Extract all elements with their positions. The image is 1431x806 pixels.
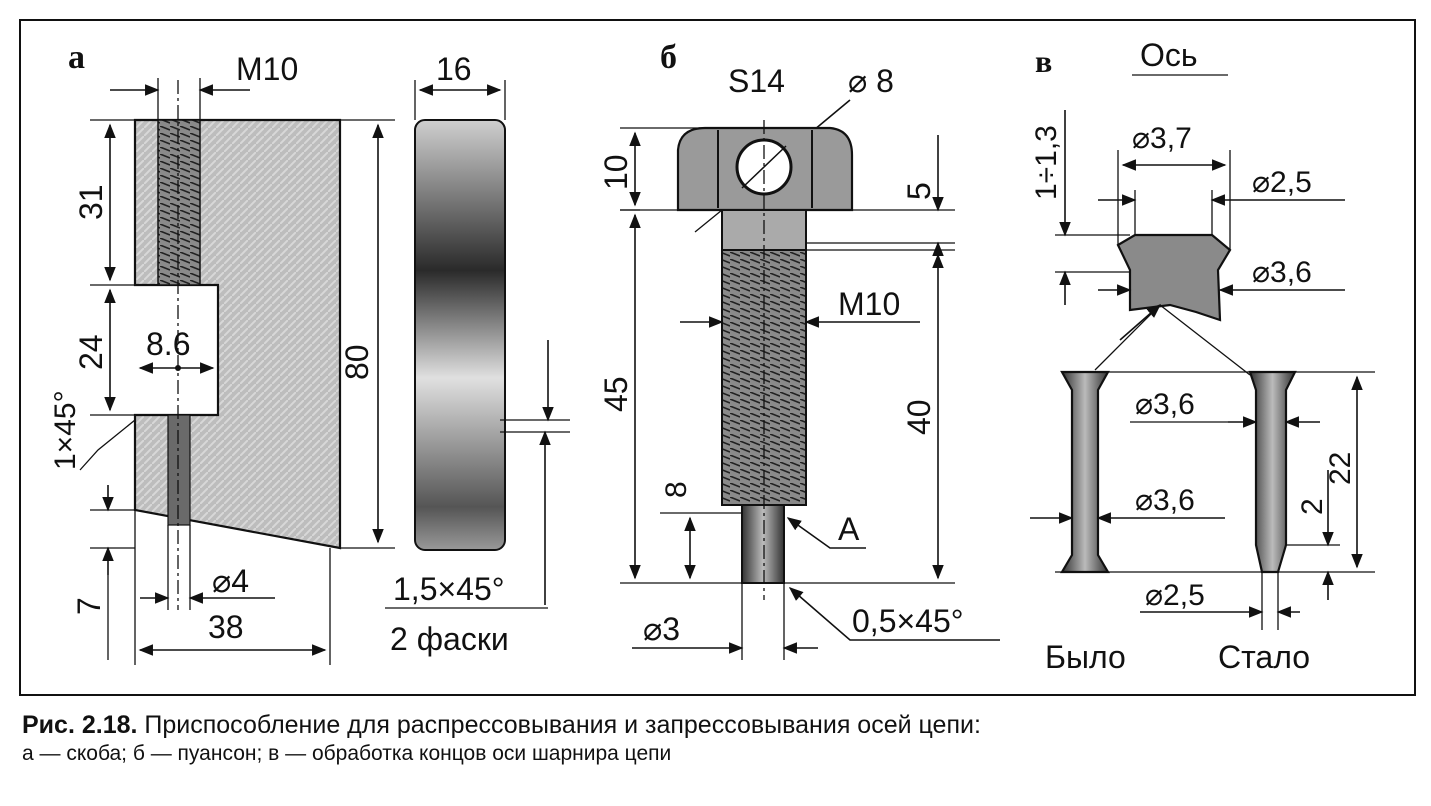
label-s14: S14 <box>728 63 785 99</box>
leader-detail <box>1094 304 1161 371</box>
leader-neck <box>694 209 723 233</box>
label-15x45: 1,5×45° <box>393 571 505 607</box>
label-d4: ⌀4 <box>212 563 249 599</box>
label-10: 10 <box>598 154 634 190</box>
label-80: 80 <box>339 344 375 380</box>
label-d25-bottom: ⌀2,5 <box>1145 579 1205 612</box>
label-86: 8.6 <box>146 326 190 362</box>
label-d36-top: ⌀3,6 <box>1252 256 1312 289</box>
leader-a <box>786 517 866 549</box>
label-16: 16 <box>436 51 472 87</box>
leader-1x45 <box>79 419 136 471</box>
label-d8: ⌀ 8 <box>848 63 894 99</box>
panel-v: в Ось 1÷1,3 ⌀3,7 ⌀2,5 ⌀3,6 <box>1030 37 1375 675</box>
panel-b: б S14 ⌀ 8 10 5 M10 4 <box>598 39 1000 660</box>
bracket-side-view <box>414 119 506 551</box>
figure-frame <box>19 19 1416 696</box>
label-2-faski: 2 фаски <box>390 621 509 657</box>
label-8: 8 <box>660 481 693 498</box>
panel-v-letter: в <box>1035 43 1052 79</box>
label-d3: ⌀3 <box>643 611 680 647</box>
leader-05x45 <box>788 587 1000 641</box>
label-05x45: 0,5×45° <box>852 603 964 639</box>
pin-end-detail <box>1116 233 1232 322</box>
panel-a: а M10 31 24 8.6 1×45° 80 <box>49 39 570 665</box>
dim-86-center <box>175 365 181 371</box>
panel-a-letter: а <box>68 39 85 76</box>
bracket-bore <box>167 414 191 526</box>
label-m10-a: M10 <box>236 51 298 87</box>
label-24: 24 <box>73 334 109 370</box>
caption-line-1: Рис. 2.18. Приспособление для распрессов… <box>22 710 1412 740</box>
label-d25-top: ⌀2,5 <box>1252 166 1312 199</box>
label-40: 40 <box>901 399 937 435</box>
pin-after <box>1248 370 1297 574</box>
caption-title: Приспособление для распрессовывания и за… <box>144 711 981 739</box>
label-38: 38 <box>208 609 244 645</box>
figure-caption: Рис. 2.18. Приспособление для распрессов… <box>22 710 1412 768</box>
caption-legend: а — скоба; б — пуансон; в — обработка ко… <box>22 742 672 765</box>
label-5: 5 <box>901 182 937 200</box>
label-d37: ⌀3,7 <box>1132 122 1192 155</box>
label-31: 31 <box>73 184 109 220</box>
label-point-a: А <box>838 511 860 547</box>
label-22: 22 <box>1324 452 1357 485</box>
label-1-13: 1÷1,3 <box>1030 125 1063 200</box>
label-1x45: 1×45° <box>49 390 82 470</box>
label-d36-low: ⌀3,6 <box>1135 484 1195 517</box>
pin-before <box>1060 370 1110 574</box>
caption-number: Рис. 2.18. <box>22 711 138 739</box>
bracket-thread <box>157 119 201 286</box>
label-2: 2 <box>1296 498 1329 515</box>
panel-b-letter: б <box>660 39 677 76</box>
label-7: 7 <box>71 597 107 615</box>
label-m10-b: M10 <box>838 286 900 322</box>
hole-slash <box>741 145 787 189</box>
punch-tip <box>741 504 785 584</box>
label-before: Было <box>1045 639 1126 675</box>
label-after: Стало <box>1218 639 1310 675</box>
label-d36-mid: ⌀3,6 <box>1135 388 1195 421</box>
technical-drawing: а M10 31 24 8.6 1×45° 80 <box>19 19 1416 696</box>
leader-detail-arrow <box>1119 304 1162 341</box>
label-45: 45 <box>598 376 634 412</box>
label-axis: Ось <box>1140 37 1198 73</box>
leader-detail-2 <box>1159 304 1251 376</box>
